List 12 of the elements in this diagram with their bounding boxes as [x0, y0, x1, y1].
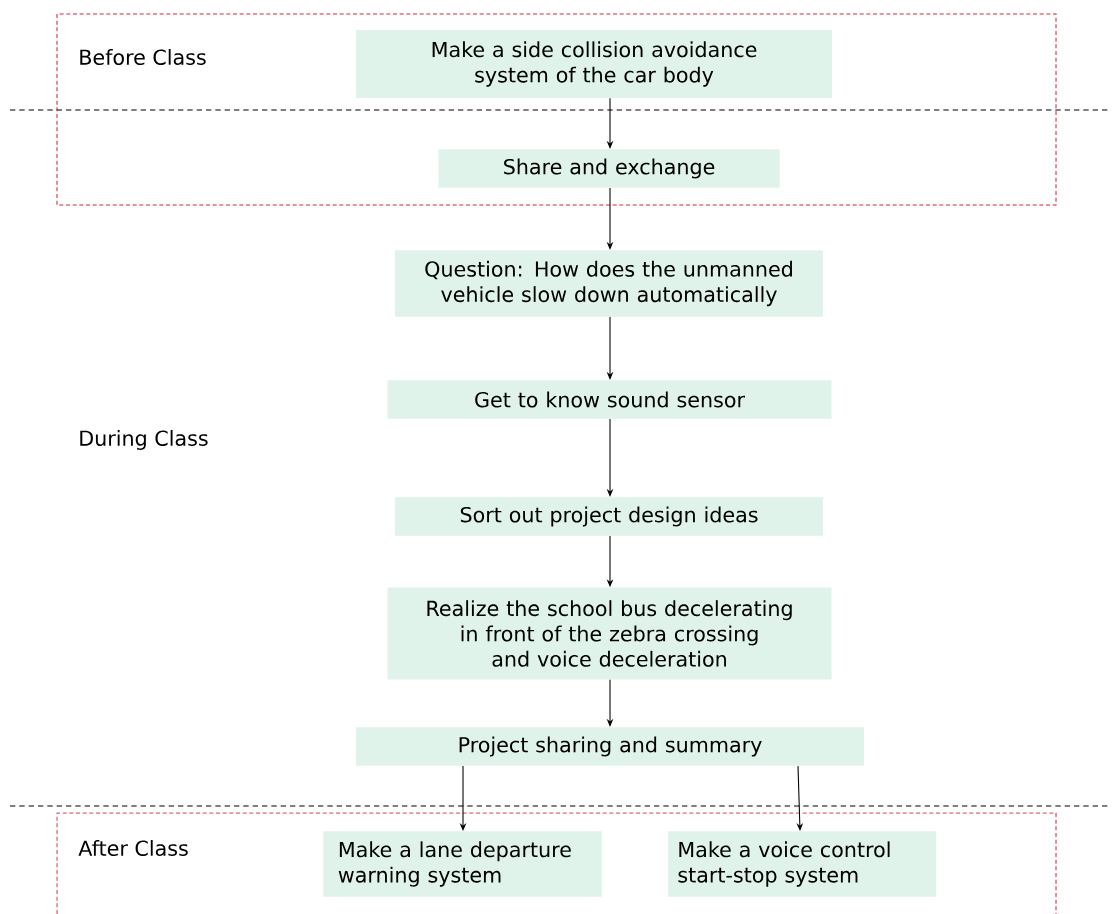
process-box: Make a lane departure warning system — [323, 831, 602, 897]
process-box: Sort out project design ideas — [395, 497, 823, 536]
process-box: Project sharing and summary — [356, 727, 864, 766]
process-box: Share and exchange — [438, 149, 780, 188]
process-box: Get to know sound sensor — [387, 380, 832, 419]
process-box: Realize the school bus decelerating in front of the zebra crossing and voice deceleration — [387, 587, 832, 680]
section-label: After Class — [78, 840, 188, 856]
section-label: During Class — [80, 430, 208, 450]
section-label: Before Class — [80, 49, 206, 65]
process-box: Make a voice control start-stop system — [668, 831, 936, 897]
process-box: Make a side collision avoidance system of the car body — [356, 30, 832, 98]
process-box: Question: How does the unmanned vehicle slow down automatically — [395, 250, 823, 317]
